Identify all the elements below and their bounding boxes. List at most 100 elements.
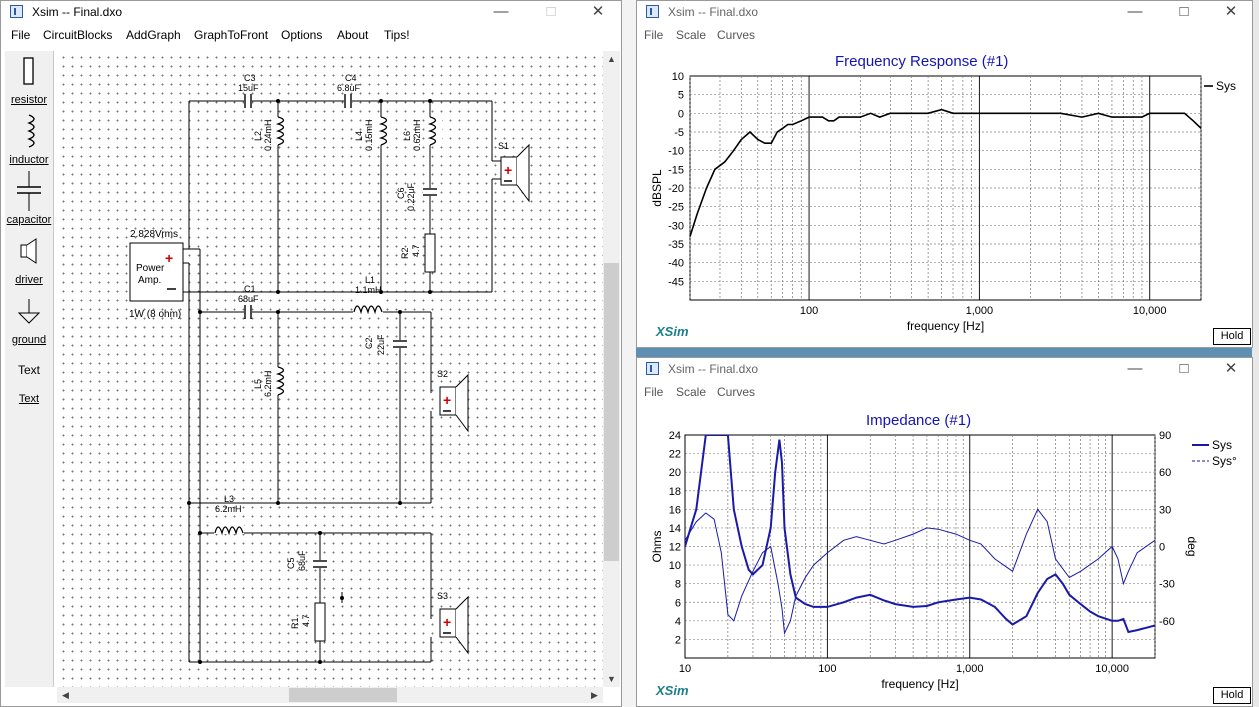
hold-button[interactable]: Hold [1213, 328, 1251, 345]
text-icon: Text [17, 363, 40, 377]
menu-bar: File CircuitBlocks AddGraph GraphToFront… [1, 24, 621, 46]
horizontal-scrollbar[interactable]: ◀ ▶ [57, 687, 603, 703]
l4-value: 0.15mH [364, 119, 374, 151]
y-tick-label: -5 [674, 127, 684, 139]
series-phase-line [685, 508, 1155, 636]
y2-tick-label: 30 [1159, 504, 1171, 516]
c2-name: C2 [364, 337, 374, 349]
x-tick-label: 1,000 [956, 663, 984, 675]
s3-name: S3 [437, 591, 449, 601]
y2-tick-label: 0 [1159, 542, 1165, 554]
vertical-scrollbar[interactable]: ▲ ▼ [603, 51, 620, 687]
horizontal-scroll-thumb[interactable] [289, 688, 397, 702]
x-tick-label: 100 [800, 305, 818, 317]
palette-capacitor[interactable]: capacitor [5, 171, 53, 229]
y-tick-label: -15 [668, 164, 684, 176]
r2-name: R2 [400, 247, 410, 259]
scroll-down-icon[interactable]: ▼ [607, 674, 616, 684]
series-sys-line [689, 108, 1202, 237]
l1-name: L1 [365, 275, 376, 285]
menu-file[interactable]: File [644, 385, 664, 399]
legend-sys-phase: Sys° [1212, 454, 1237, 468]
title-bar[interactable]: Xsim -- Final.dxo — □ ✕ [637, 1, 1252, 23]
palette-label: ground [11, 334, 47, 346]
x-axis-label: frequency [Hz] [881, 677, 958, 691]
r1-value: 4.7 [301, 614, 311, 627]
scroll-left-icon[interactable]: ◀ [62, 690, 69, 700]
menu-scale[interactable]: Scale [676, 28, 707, 42]
title-bar[interactable]: Xsim -- Final.dxo — □ ✕ [637, 358, 1252, 380]
xsim-logo: XSim [656, 683, 689, 698]
window-title: Xsim -- Final.dxo [668, 5, 759, 19]
y-tick-label: 10 [672, 71, 684, 83]
menu-options[interactable]: Options [281, 28, 323, 42]
palette-label: Text [18, 393, 40, 405]
hold-button[interactable]: Hold [1213, 687, 1251, 704]
y-tick-label: 16 [669, 504, 681, 516]
menu-about[interactable]: About [337, 28, 369, 42]
app-icon [646, 362, 659, 375]
background-window-fragment [1252, 0, 1259, 707]
l1-value: 1.1mH [355, 285, 382, 295]
amp-power-label: 1W (8 ohm) [129, 309, 182, 320]
maximize-icon[interactable]: □ [1179, 360, 1189, 377]
app-icon [646, 5, 659, 18]
l5-name: L5 [253, 378, 263, 389]
menu-addgraph[interactable]: AddGraph [126, 28, 181, 42]
l6-value: 0.62mH [412, 119, 422, 151]
palette-driver[interactable]: driver [5, 235, 53, 289]
close-icon[interactable]: ✕ [591, 3, 605, 20]
x-tick-label: 10,000 [1133, 305, 1167, 317]
svg-text:+: + [504, 162, 512, 178]
series-sys-line [685, 435, 1155, 634]
menu-curves[interactable]: Curves [717, 385, 756, 399]
menu-curves[interactable]: Curves [717, 28, 756, 42]
scroll-up-icon[interactable]: ▲ [607, 54, 616, 64]
minimize-icon[interactable]: — [493, 3, 509, 20]
c6-value: 0.22uF [406, 182, 416, 211]
y-tick-label: 6 [675, 597, 681, 609]
palette-ground[interactable]: ground [5, 297, 53, 349]
inductor-icon [27, 114, 35, 148]
c3-value: 15uF [238, 83, 259, 93]
schematic-canvas[interactable]: + + + + 2.828Vrms Power Amp. 1W (8 ohm) … [57, 51, 603, 687]
y-tick-label: 4 [675, 616, 681, 628]
palette-text[interactable]: Text Text [5, 361, 53, 411]
y-tick-label: 18 [669, 486, 681, 498]
svg-text:+: + [443, 614, 451, 630]
minimize-icon[interactable]: — [1127, 3, 1143, 20]
plot-area [684, 434, 1156, 659]
palette-resistor[interactable]: resistor [5, 55, 53, 107]
menu-tips[interactable]: Tips! [384, 28, 410, 42]
l3-value: 6.2mH [215, 504, 242, 514]
menu-file[interactable]: File [644, 28, 664, 42]
maximize-icon[interactable]: □ [546, 3, 556, 20]
minimize-icon[interactable]: — [1127, 360, 1143, 377]
menu-graphtofront[interactable]: GraphToFront [194, 28, 269, 42]
scroll-right-icon[interactable]: ▶ [591, 690, 598, 700]
c1-value: 68uF [238, 294, 259, 304]
close-icon[interactable]: ✕ [1224, 3, 1238, 20]
legend-sys: Sys [1216, 79, 1236, 93]
xsim-logo: XSim [656, 324, 689, 339]
l4-name: L4 [354, 130, 364, 141]
palette-label: driver [15, 274, 43, 286]
close-icon[interactable]: ✕ [1224, 360, 1238, 377]
x-tick-label: 10,000 [1095, 663, 1129, 675]
palette-label: capacitor [6, 214, 52, 226]
app-icon [10, 5, 23, 18]
menu-scale[interactable]: Scale [676, 385, 707, 399]
palette-label: resistor [10, 94, 48, 106]
menu-circuitblocks[interactable]: CircuitBlocks [43, 28, 113, 42]
vertical-scroll-thumb[interactable] [604, 263, 619, 561]
y-tick-label: 0 [678, 108, 684, 120]
maximize-icon[interactable]: □ [1179, 3, 1189, 20]
title-bar[interactable]: Xsim -- Final.dxo — □ ✕ [1, 1, 621, 23]
l2-value: 0.24mH [263, 119, 273, 151]
palette-inductor[interactable]: inductor [5, 113, 53, 169]
y-tick-label: 12 [669, 542, 681, 554]
menu-file[interactable]: File [11, 28, 31, 42]
c1-name: C1 [244, 284, 256, 294]
